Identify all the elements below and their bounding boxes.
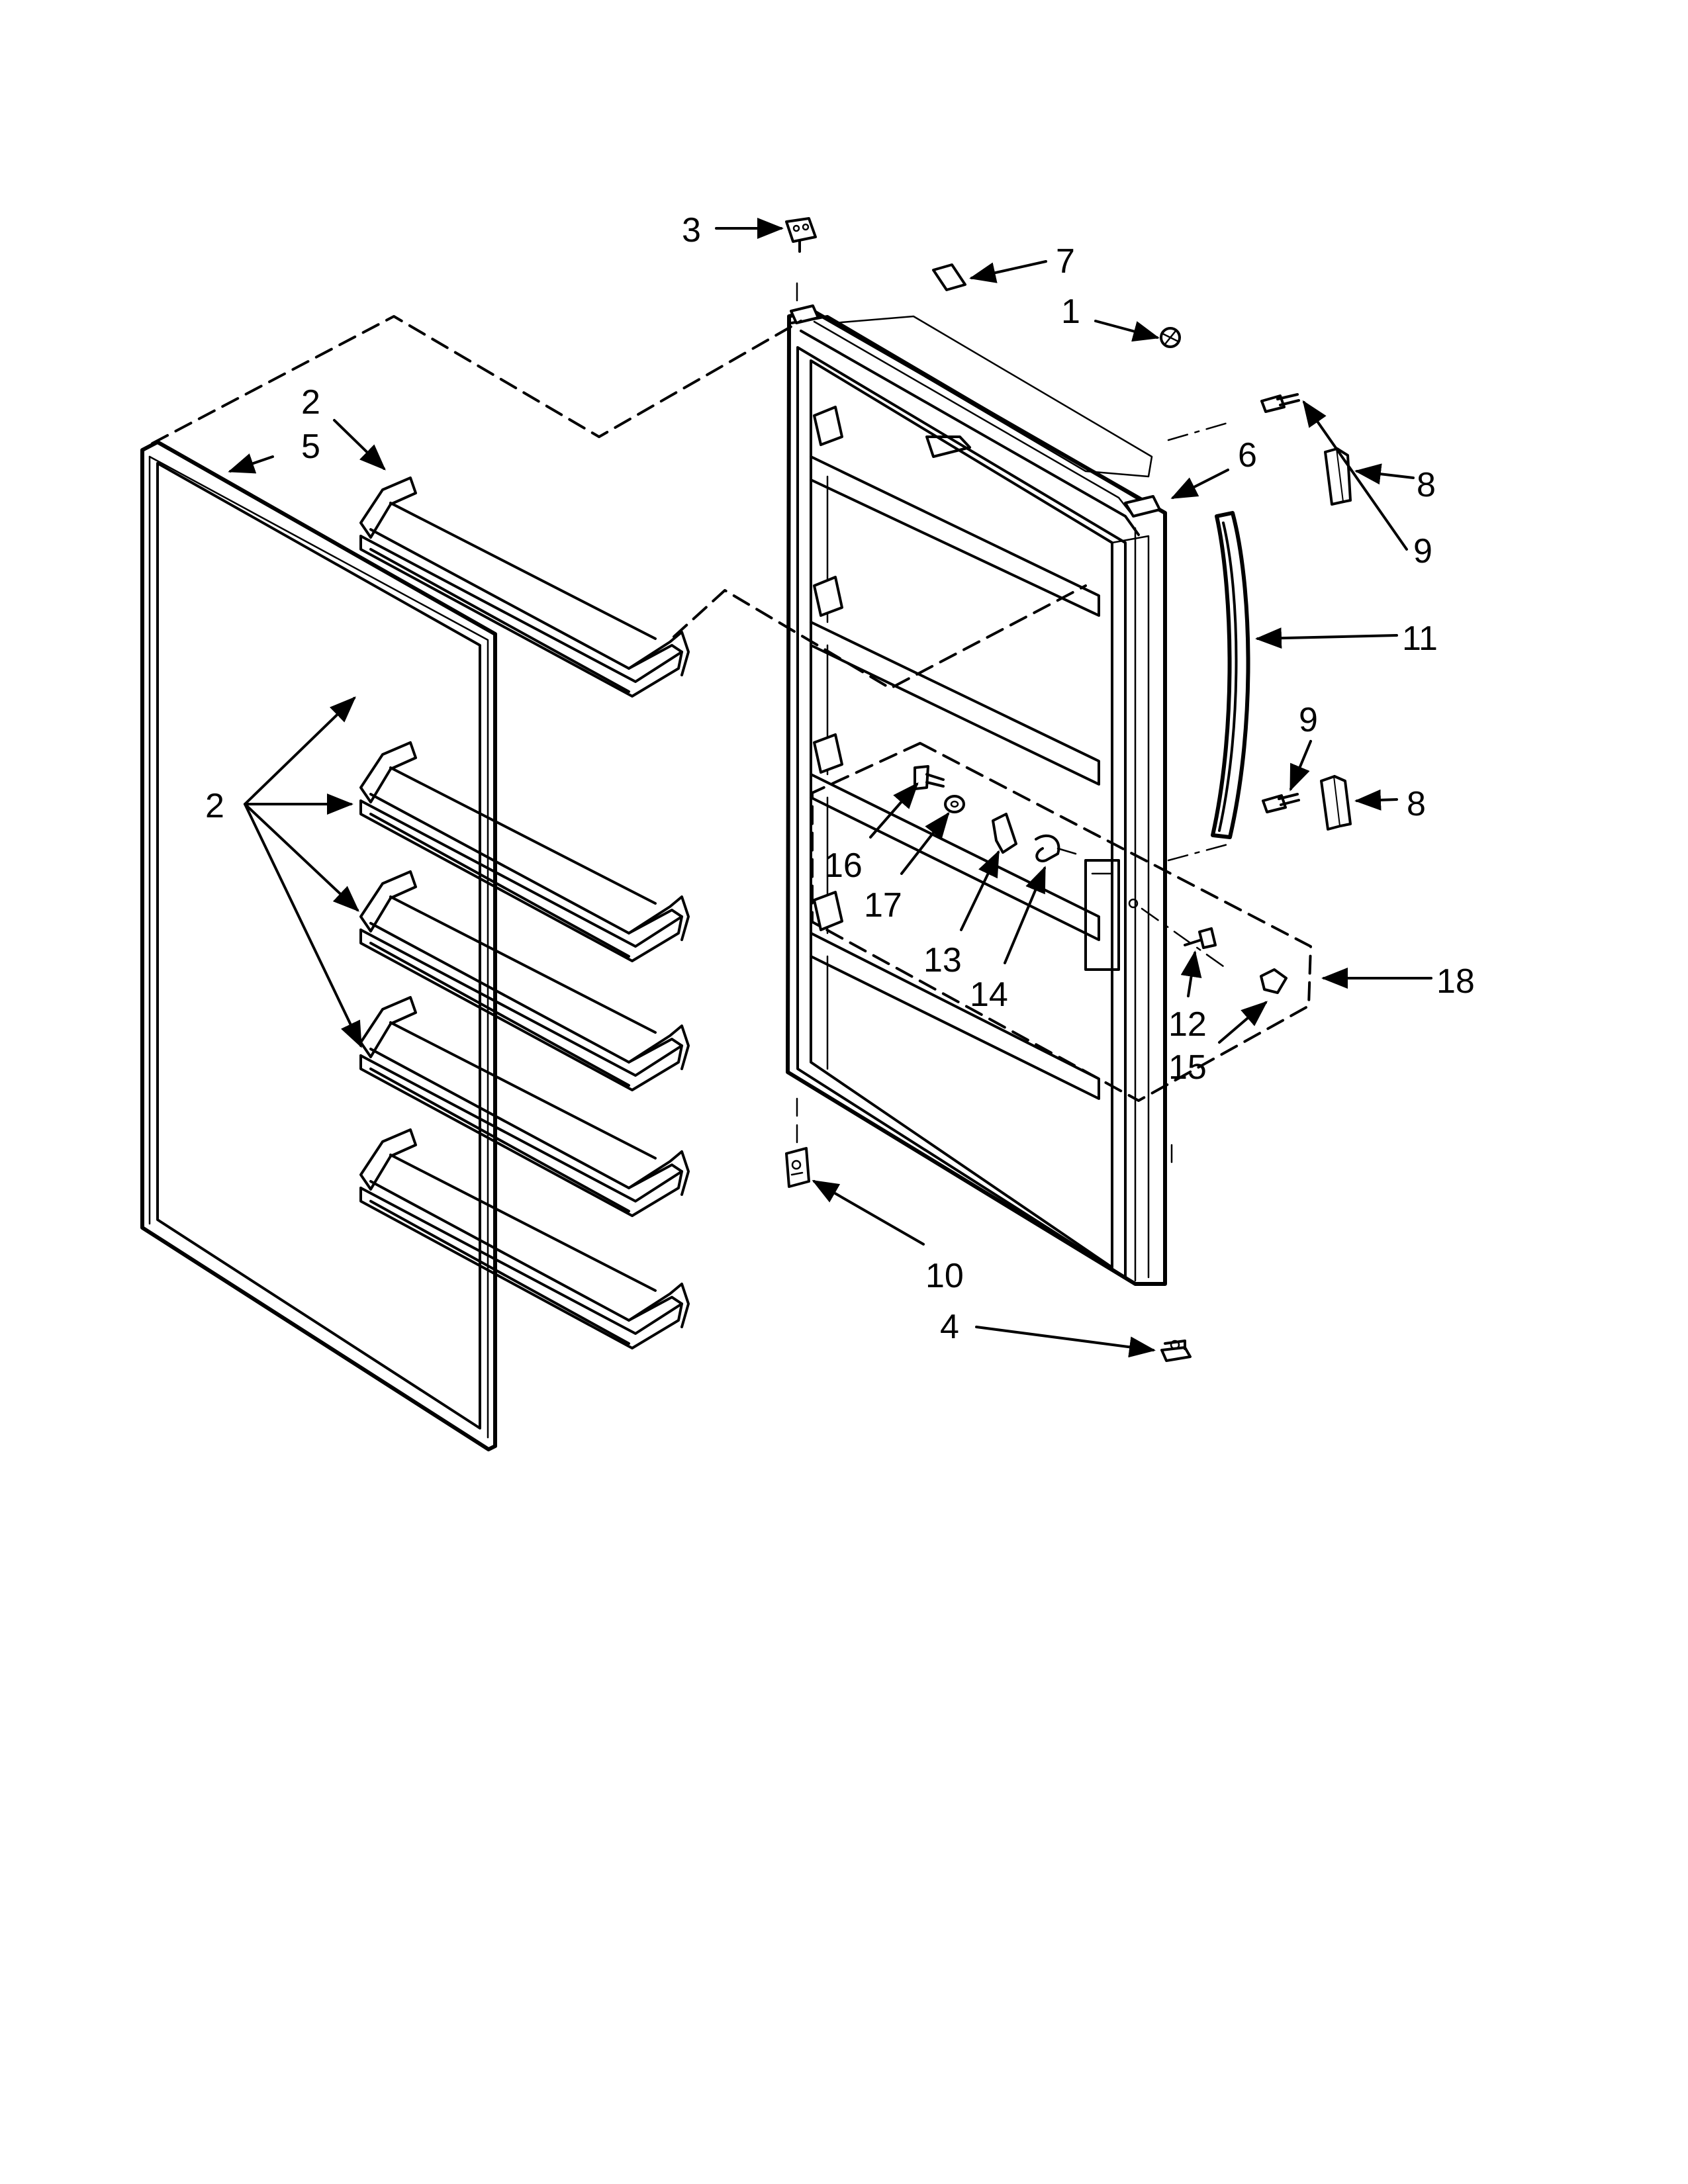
callout-3: 3: [682, 211, 701, 250]
callout-9-top: 9: [1413, 532, 1432, 570]
callout-18: 18: [1436, 962, 1475, 1001]
kit-box-outline: [811, 742, 1312, 1102]
door-handle: [1211, 511, 1250, 839]
callout-17: 17: [864, 886, 902, 925]
callout-14: 14: [970, 976, 1008, 1014]
callout-13: 13: [923, 941, 962, 979]
label-card: [932, 263, 966, 291]
callout-10: 10: [925, 1257, 964, 1295]
door-bin: [359, 996, 690, 1217]
callout-5: 5: [301, 428, 320, 466]
door-bin: [359, 1128, 690, 1349]
freezer-door: [786, 304, 1167, 1286]
handle-cover-bottom: [1320, 775, 1352, 831]
handle-screw-top: [1260, 393, 1300, 413]
top-hinge-part: [785, 217, 817, 253]
door-bin: [359, 477, 690, 698]
door-gasket: [140, 440, 497, 1451]
door-bins: [359, 477, 690, 1349]
callout-2-top: 2: [301, 383, 320, 422]
plunger: [1184, 927, 1217, 949]
callout-6: 6: [1238, 436, 1257, 475]
callout-arrows: [228, 218, 1432, 1358]
bottom-hinge-cap: [1160, 1340, 1192, 1362]
callout-2-fan: 2: [205, 787, 224, 825]
callout-8-bottom: 8: [1407, 785, 1426, 823]
callout-1: 1: [1061, 293, 1080, 331]
callout-labels: 3 7 1 2 5 6 8 9 11 9 8 2 16 17 13 14 18 …: [205, 211, 1475, 1346]
door-bin: [359, 741, 690, 962]
callout-15: 15: [1168, 1048, 1207, 1087]
callout-12: 12: [1168, 1005, 1207, 1044]
callout-11: 11: [1402, 619, 1438, 658]
latch: [992, 813, 1017, 854]
door-bin: [359, 870, 690, 1091]
washer: [944, 795, 965, 813]
handle-cover-top: [1324, 447, 1352, 506]
bottom-hinge-part: [785, 1147, 810, 1188]
callout-8-top: 8: [1417, 466, 1436, 504]
callout-7: 7: [1056, 242, 1075, 281]
hinge-cap: [1160, 327, 1181, 348]
latch-clip: [1035, 834, 1077, 862]
key-tab: [1260, 968, 1288, 994]
callout-4: 4: [940, 1308, 959, 1346]
callout-9-bottom: 9: [1299, 701, 1318, 739]
assembly-lines: [151, 282, 1231, 1173]
callout-16: 16: [824, 846, 863, 885]
handle-screw-bottom: [1262, 793, 1300, 813]
